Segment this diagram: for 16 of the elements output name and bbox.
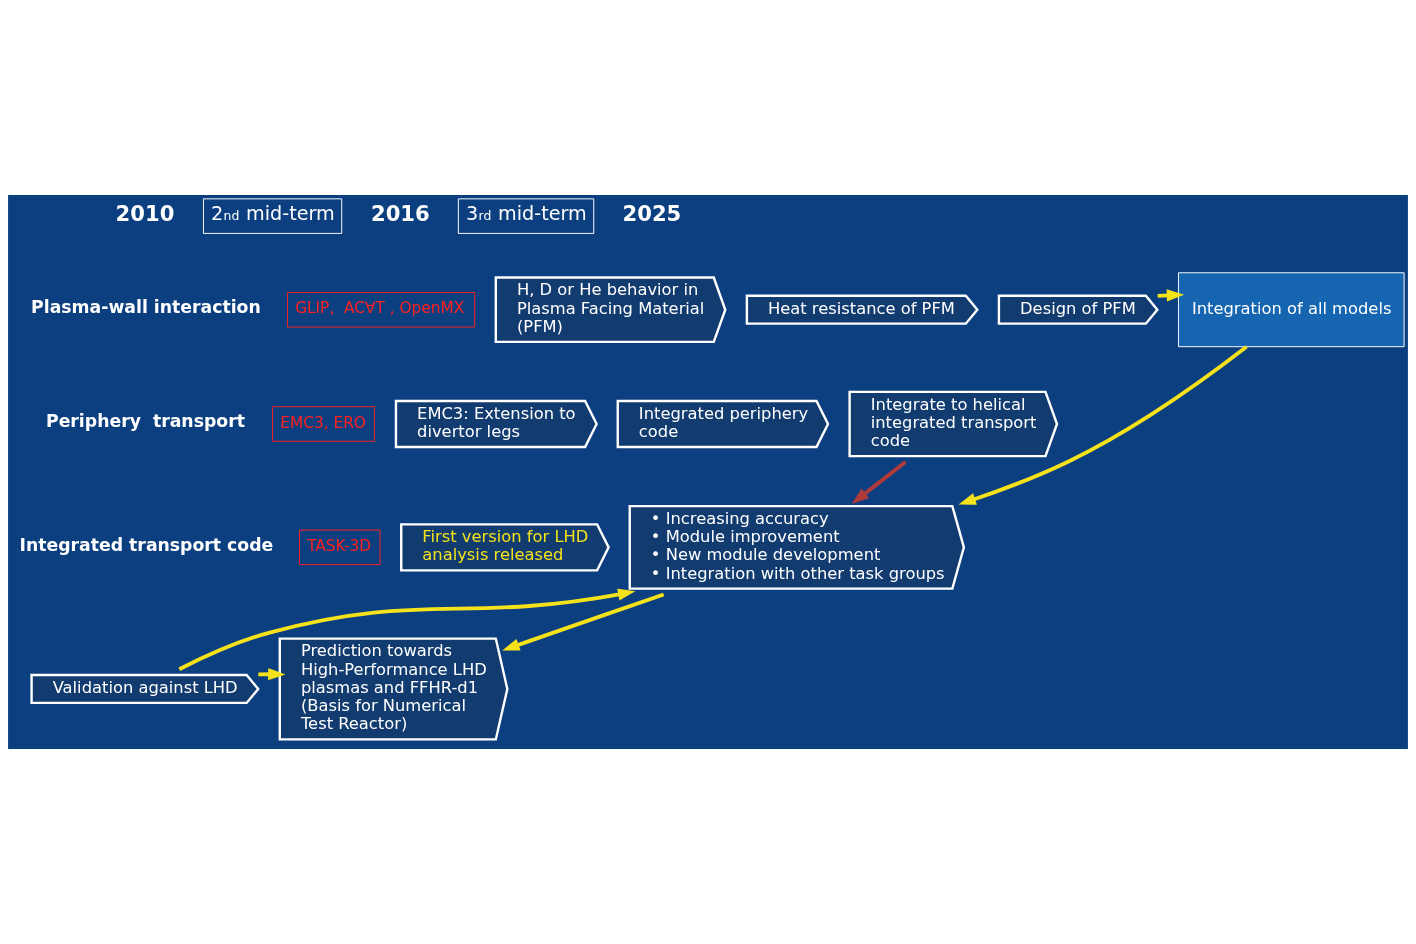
label: Periphery transport — [45, 411, 245, 432]
arrow — [178, 588, 636, 671]
node-box: Integration of all models — [1178, 272, 1405, 348]
label: 2025 — [622, 200, 682, 226]
label: 2010 — [115, 200, 175, 226]
node-box: 2nd mid-term — [202, 198, 343, 234]
label: Integrated transport code — [19, 534, 274, 555]
label: 2016 — [370, 200, 430, 226]
arrow — [958, 345, 1248, 505]
node-box: 3rd mid-term — [457, 198, 595, 234]
label: Plasma-wall interaction — [31, 297, 261, 317]
node-box: EMC3, ERO — [272, 406, 375, 442]
node-box: GLIP, AC∀T , OpenMX — [286, 291, 476, 328]
node-box: TASK-3D — [298, 529, 381, 566]
arrow — [851, 460, 907, 504]
arrow — [502, 592, 665, 651]
